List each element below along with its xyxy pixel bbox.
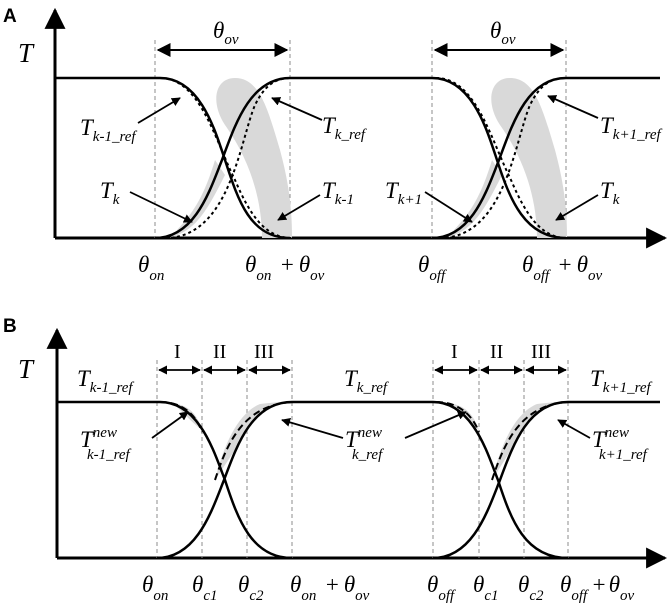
panel-b-dashed-3 [435, 401, 480, 433]
panel-b-tick-theta-c2: θc2 [238, 572, 264, 604]
panel-b-zone-ii-1: II [213, 341, 226, 363]
panel-a-overlap-label-2: θov [490, 18, 516, 48]
panel-b-tick-theta-off: θoff [427, 572, 456, 604]
panel-b-dashed-2 [214, 401, 293, 481]
panel-a-shade-rise-1 [216, 78, 292, 238]
panel-a-overlap-label-1: θov [213, 18, 239, 48]
panel-a-label-tk-2: Tk [600, 178, 620, 208]
panel-b-dashed-1 [159, 401, 203, 433]
panel-b: B T [3, 316, 668, 604]
panel-b-top-label-k: Tk_ref [344, 366, 389, 396]
panel-b-curve-rising-1 [156, 400, 433, 560]
panel-a-letter: A [3, 6, 17, 27]
panel-a-shade-fall-1 [170, 160, 225, 238]
panel-a-label-tk-1: Tk-1 [322, 178, 354, 208]
panel-b-zone-iii-1: III [254, 341, 274, 363]
panel-a-label-tk-ref: Tk_ref [322, 113, 367, 143]
panel-b-shade-4 [492, 402, 568, 480]
panel-a-shade-fall-2 [447, 160, 502, 238]
panel-b-tick-theta-c2-2: θc2 [518, 572, 544, 604]
panel-b-tick-theta-off-plus-ov: θoff+θov [560, 572, 635, 604]
panel-b-zone-i-1: I [174, 341, 181, 363]
panel-b-guides [156, 360, 569, 558]
panel-a-tick-theta-on: θon [138, 252, 164, 284]
panel-b-dashed-4 [491, 401, 569, 481]
panel-a: A T θov θov Tk-1_ref [3, 6, 668, 284]
panel-a-label-tk+1-ref: Tk+1_ref [600, 113, 663, 143]
panel-b-curve-rising-2 [432, 400, 660, 560]
panel-b-top-label-k+1: Tk+1_ref [590, 366, 653, 396]
panel-a-curve-falling-2 [431, 76, 567, 240]
panel-b-shade-2 [215, 402, 292, 480]
panel-a-shade-rise-2 [491, 78, 567, 238]
panel-a-label-tk+1: Tk+1 [385, 178, 422, 208]
panel-b-tick-theta-c1: θc1 [192, 572, 217, 604]
panel-a-curve-rising-2 [431, 76, 660, 240]
panel-a-tick-theta-off-plus-ov: θoff+θov [522, 252, 603, 284]
panel-a-tick-theta-on-plus-ov: θon+θov [245, 252, 325, 284]
panel-b-zone-ii-2: II [490, 341, 503, 363]
panel-b-y-axis-label: T [18, 354, 35, 384]
panel-a-curve-rising-1 [154, 76, 432, 240]
panel-a-y-axis-label: T [18, 38, 35, 68]
panel-b-top-label-k-1: Tk-1_ref [77, 366, 134, 396]
panel-b-zone-iii-2: III [531, 341, 551, 363]
panel-a-label-tk-1-ref: Tk-1_ref [80, 115, 137, 145]
panel-a-label-tk: Tk [100, 178, 120, 208]
panel-b-zone-i-2: I [451, 341, 458, 363]
panel-a-dotted-fall-1 [159, 77, 293, 239]
panel-a-tick-theta-off: θoff [418, 252, 447, 284]
panel-b-tick-theta-on-plus-ov: θon+θov [290, 572, 370, 604]
panel-b-letter: B [3, 316, 17, 337]
panel-b-tick-theta-on: θon [142, 572, 168, 604]
panel-a-dotted-fall-2 [435, 77, 568, 239]
panel-b-tick-theta-c1-2: θc1 [473, 572, 498, 604]
